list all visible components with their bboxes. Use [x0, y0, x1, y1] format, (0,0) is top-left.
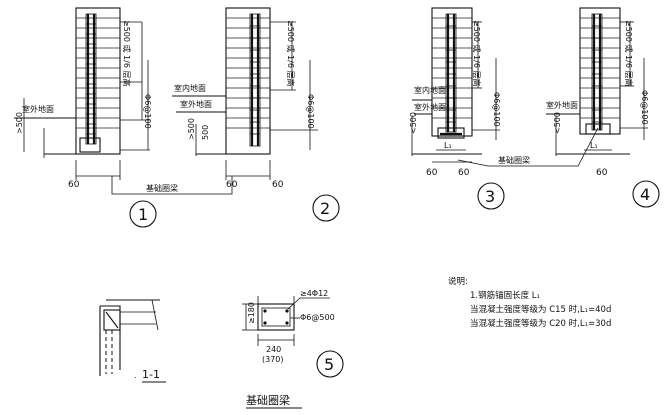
ring-beam-label-34: 基础圈梁 [498, 155, 530, 165]
dim-gt500-2: >500 [187, 118, 196, 140]
stirrup [261, 307, 291, 327]
height-label-3: ≥500 或 1/6 层高 [472, 20, 482, 86]
beam-rebar-label-4: Φ6@100 [640, 90, 649, 125]
dim-500-2: 500 [201, 125, 210, 140]
section-1-1: . 1-1 [99, 299, 166, 383]
height-label-1: ≥500 或 1/6 层高 [122, 20, 132, 86]
outdoor-ground-label-3: 室外地面 [414, 102, 446, 112]
brick-hatching-1 [76, 17, 120, 129]
wall-2 [225, 7, 271, 155]
wall-3 [431, 7, 473, 139]
notes-line-1: 1.钢筋锚固长度 L₁ [470, 290, 540, 301]
notes-line-3: 当混凝土强度等级为 C20 时,L₁=30d [470, 318, 611, 329]
dim-60-2b: 60 [272, 180, 284, 190]
notes-line-2: 当混凝土强度等级为 C15 时,L₁=40d [470, 304, 611, 315]
detail-number-4: 4 [640, 185, 650, 204]
ring-beam-leader-12 [111, 176, 233, 195]
dim-lt500-3: <500 [409, 112, 418, 134]
wall-1 [75, 7, 121, 155]
notes: 说明: 1.钢筋锚固长度 L₁ 当混凝土强度等级为 C15 时,L₁=40d 当… [448, 276, 611, 329]
detail-5-beam-section: ≥4Φ12 Φ6@500 ≥180 240 (370) 5 [242, 289, 344, 378]
anchorage-label-4: L₁ [590, 141, 598, 150]
ring-beam-label-12: 基础圈梁 [146, 183, 178, 193]
detail-1: >500 室外地面 Φ6@100 ≥500 或 1/6 层高 60 1 [14, 7, 157, 228]
detail-3: 室内地面 室外地面 <500 ≥500 或 1/6 层高 Φ6@100 L₁ 6… [409, 7, 505, 210]
beam-rebar-label-3: Φ6@100 [492, 92, 501, 127]
ring-beam-leader-34 [457, 127, 599, 167]
section-marker-dot: . [134, 371, 137, 380]
width-dim: 240 [266, 345, 281, 354]
width-alt-dim: (370) [262, 355, 284, 364]
outdoor-ground-label-4: 室外地面 [546, 100, 578, 110]
main-rebar-label: ≥4Φ12 [300, 289, 328, 298]
indoor-ground-label-3: 室内地面 [414, 85, 446, 95]
detail-number-3: 3 [485, 187, 495, 206]
stirrup-label: Φ6@500 [300, 313, 335, 322]
dim-60-3a: 60 [426, 168, 438, 178]
dim-60-3b: 60 [458, 168, 470, 178]
height-dim: ≥180 [247, 302, 256, 324]
beam-rebar-label-2: Φ6@100 [306, 94, 315, 129]
anchorage-label-3: L₁ [444, 141, 452, 150]
height-label-4: ≥500 或 1/6 层高 [624, 20, 634, 86]
detail-2: 室内地面 室外地面 >500 500 ≥500 或 1/6 层高 Φ6@100 … [172, 7, 340, 222]
detail-number-2: 2 [320, 199, 330, 218]
detail-number-5: 5 [324, 355, 334, 374]
outdoor-ground-label-2: 室外地面 [180, 99, 212, 109]
height-label-2: ≥500 或 1/6 层高 [286, 20, 296, 86]
dim-60-4: 60 [596, 168, 608, 178]
detail-4: 室外地面 <500 ≥500 或 1/6 层高 Φ6@100 L₁ 60 4 [546, 7, 660, 208]
detail-number-1: 1 [138, 205, 148, 224]
notes-heading: 说明: [448, 276, 468, 287]
wall-4 [579, 7, 621, 135]
indoor-ground-label-2: 室内地面 [174, 83, 206, 93]
dim-lt500-4: <500 [553, 112, 562, 134]
outdoor-ground-label-1: 室外地面 [22, 104, 54, 114]
beam-rebar-label-1: Φ6@100 [143, 94, 152, 129]
drawing-title: 基础圈梁 [246, 393, 290, 407]
dim-60-1: 60 [68, 180, 80, 190]
beam-outline [257, 303, 295, 331]
dim-gt500-1: >500 [15, 112, 24, 134]
section-label: 1-1 [142, 368, 160, 381]
